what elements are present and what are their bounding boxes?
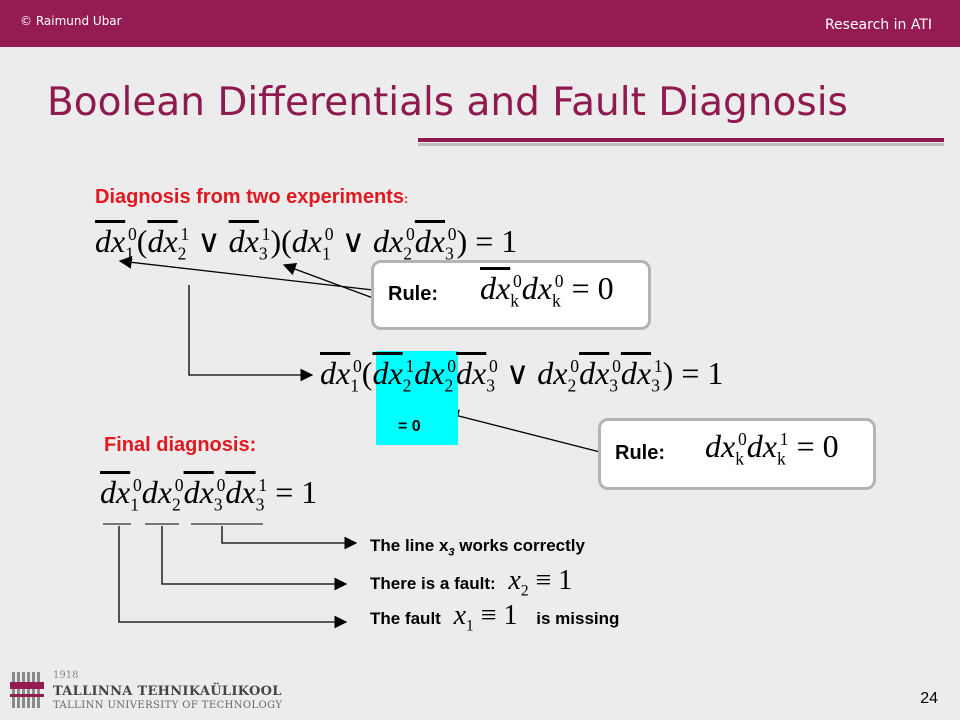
equation-2: dx10(dx21dx20dx30 ∨ dx20dx30dx31) = 1 [320,355,724,396]
fault-x1-expression: x1 ≡ 1 [453,600,518,635]
diagnosis-heading-colon: : [403,191,409,206]
conclusion-x3-prefix: The line x [370,536,449,555]
conclusion-x3-sub: 3 [448,546,455,559]
fault-x2-var: x [508,565,521,596]
rule-box-2 [598,418,876,490]
conclusion-fault-missing-suffix: is missing [536,609,620,628]
logo-year: 1918 [53,670,79,681]
rule1-arrow-to-dx1 [118,255,374,291]
arrow-x3-correct [221,526,358,550]
fault-x2-sub: 2 [520,582,529,600]
logo-name: TALLINNA TEHNIKAÜLIKOOL [53,684,282,699]
conclusion-fault-missing-prefix: The fault [370,609,441,628]
copyright-text: © Raimund Ubar [20,14,122,28]
rule-2-label: Rule: [615,442,665,464]
zero-term-highlight [376,351,458,445]
rule-2-expression: dxk0dxk1 = 0 [705,428,839,469]
rule2-arrow [445,409,601,453]
step-arrow [188,285,314,382]
title-underline [418,138,944,142]
title-underline-shadow [418,143,944,146]
conclusion-x3-suffix: works correctly [454,536,585,555]
rule1-arrow-to-term [282,262,374,299]
rule-1-label: Rule: [388,283,438,305]
equation-3: dx10dx20dx30dx31 = 1 [100,474,318,515]
rule-box-1 [371,260,651,330]
conclusion-fault-missing: The fault x1 ≡ 1 is missing [370,600,619,636]
diagnosis-heading: Diagnosis from two experiments: [95,186,408,209]
arrow-x2-fault [161,526,348,591]
section-label: Research in ATI [824,17,932,33]
equation-1: dx10(dx21 ∨ dx31)(dx10 ∨ dx20dx30) = 1 [95,223,518,264]
header-bar: © Raimund Ubar Research in ATI [0,0,960,47]
conclusion-x3-correct: The line x3 works correctly [370,536,585,558]
fault-x1-var: x [453,600,467,631]
equals-zero-label: = 0 [398,418,421,435]
fault-x2-expression: x2 ≡ 1 [508,565,573,600]
fault-x1-rest: ≡ 1 [480,600,518,631]
diagnosis-heading-text: Diagnosis from two experiments [95,186,404,208]
logo-english-name: TALLINN UNIVERSITY OF TECHNOLOGY [53,700,283,711]
final-diagnosis-heading: Final diagnosis: [104,434,257,456]
page-number: 24 [920,690,938,707]
arrow-x1-missing [118,526,348,629]
university-logo-icon [10,672,44,708]
conclusion-fault-present-text: There is a fault: [370,574,496,593]
conclusion-fault-present: There is a fault: x2 ≡ 1 [370,565,572,601]
slide-title: Boolean Differentials and Fault Diagnosi… [47,80,848,125]
rule-1-expression: dxk0dxk0 = 0 [480,270,614,311]
fault-x2-rest: ≡ 1 [535,565,573,596]
fault-x1-sub: 1 [466,617,474,635]
